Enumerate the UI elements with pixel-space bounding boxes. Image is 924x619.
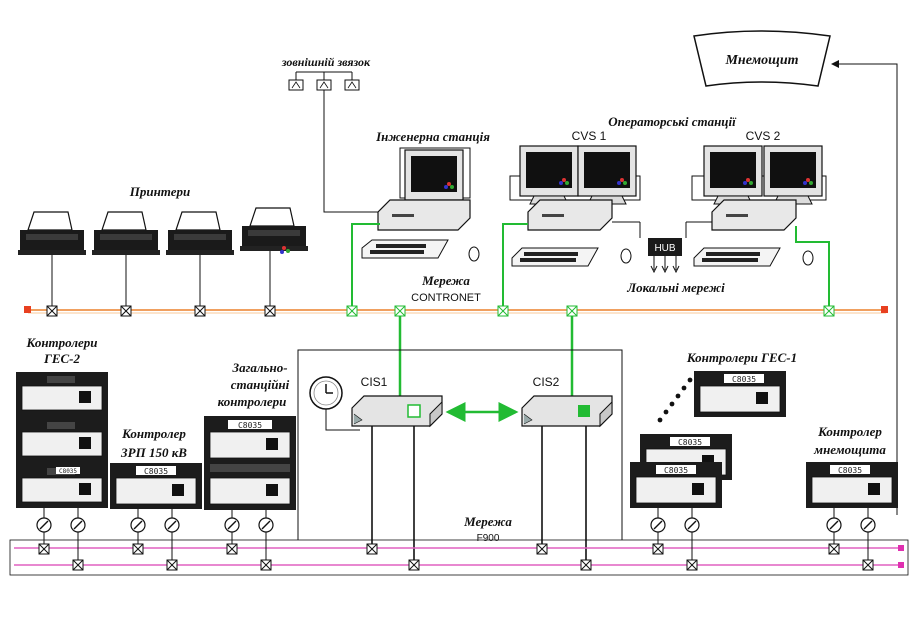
mnem-unit-label: C8035 <box>838 466 862 475</box>
printers-label: Принтери <box>129 184 191 199</box>
link-cvs2 <box>795 226 830 306</box>
contronet-bus <box>24 305 888 317</box>
hub-label: HUB <box>654 243 675 254</box>
ges2-controllers: C8035 <box>16 372 108 508</box>
ges1-unit3-label: C8035 <box>664 466 688 475</box>
mnemoshchyt-link <box>831 60 898 515</box>
general-station-controllers: C8035 <box>204 416 296 510</box>
ges1-label: Контролери ГЕС-1 <box>686 350 797 365</box>
operator-station-cvs2 <box>691 145 827 267</box>
general-label-3: контролери <box>218 394 287 409</box>
contronet-label-2: CONTRONET <box>411 292 481 304</box>
mnem-ctrl-label-2: мнемощита <box>813 442 886 457</box>
mnem-ctrl-label-1: Контролер <box>817 424 882 439</box>
cis1-server: CIS1 <box>351 375 443 560</box>
contronet-label-1: Мережа <box>421 273 470 288</box>
hub-node: HUB <box>612 221 712 274</box>
external-link-label: зовнішній звязок <box>281 55 371 69</box>
general-label-2: станційні <box>231 377 290 392</box>
printer-1 <box>17 211 87 306</box>
cvs1-label: CVS 1 <box>572 129 607 143</box>
link-cvs1 <box>502 223 528 306</box>
cis1-label: CIS1 <box>361 375 388 389</box>
f900-label-2: F900 <box>477 533 500 544</box>
printer-2 <box>91 211 161 306</box>
ges2-unit3-label: C8035 <box>59 468 77 475</box>
ges1-controllers: C8035 C8035 C8035 <box>630 371 786 508</box>
engineering-station: Інженерна станція <box>361 129 490 262</box>
zrp-label-2: ЗРП 150 кВ <box>120 445 187 460</box>
general-unit1-label: C8035 <box>238 421 262 430</box>
f900-bus <box>9 539 909 576</box>
link-engineering <box>351 223 380 306</box>
zrp-unit-label: C8035 <box>144 467 168 476</box>
mnemoshchyt-controller: C8035 <box>806 462 898 508</box>
f900-drops <box>43 508 869 565</box>
ges2-label-1: Контролери <box>26 335 98 350</box>
clock-icon <box>309 376 360 431</box>
cvs2-label: CVS 2 <box>746 129 781 143</box>
cis2-label: CIS2 <box>533 375 560 389</box>
general-label-1: Загально- <box>231 360 287 375</box>
mnemoshchyt-node: Мнемощит <box>693 30 831 87</box>
ges1-unit1-label: C8035 <box>732 375 756 384</box>
local-networks-label: Локальні мережі <box>626 280 725 295</box>
zrp-controller: C8035 <box>110 463 202 509</box>
ges2-label-2: ГЕС-2 <box>43 351 81 366</box>
f900-label-1: Мережа <box>463 514 512 529</box>
mnemoshchyt-label: Мнемощит <box>724 53 798 68</box>
engineering-station-label: Інженерна станція <box>375 129 490 144</box>
printer-4 <box>239 207 309 306</box>
ges1-unit2-label: C8035 <box>678 438 702 447</box>
zrp-label-1: Контролер <box>121 426 186 441</box>
cis2-server: CIS2 <box>521 375 613 560</box>
operator-station-cvs1 <box>509 145 641 267</box>
f900-dials <box>36 517 876 533</box>
operator-stations-label: Операторські станції <box>608 114 737 129</box>
printer-3 <box>165 211 235 306</box>
external-link-node: зовнішній звязок <box>281 55 380 213</box>
